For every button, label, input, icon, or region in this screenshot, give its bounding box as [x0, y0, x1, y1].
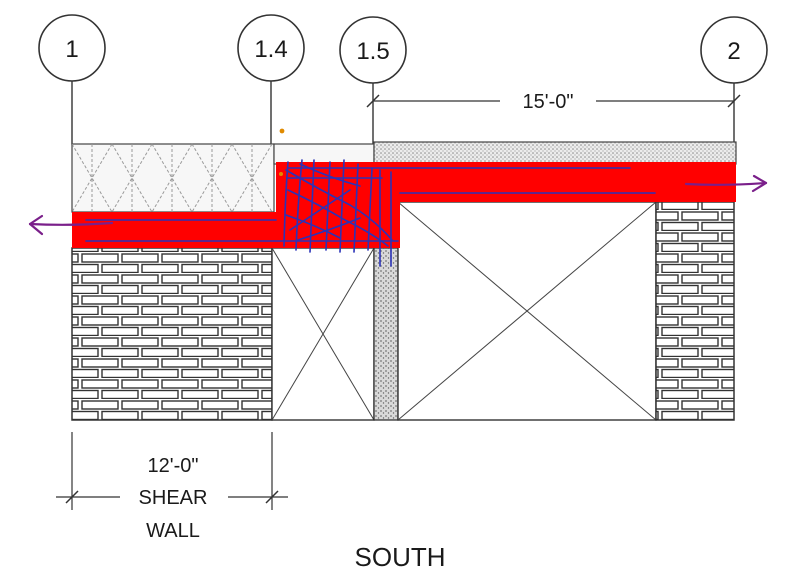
- shear-wall-label-line2: SHEAR: [139, 487, 208, 509]
- roof-framing: [71, 141, 737, 213]
- view-title: SOUTH: [355, 542, 446, 567]
- drag-strut-red: [72, 162, 736, 248]
- grid-label-1-4: 1.4: [254, 36, 287, 63]
- arrow-right-icon: [684, 174, 768, 193]
- arrow-left-icon: [28, 214, 114, 236]
- truss-band-mid: [273, 143, 375, 165]
- grid-label-1: 1: [65, 36, 78, 63]
- markup-hatching-blue: [85, 159, 656, 267]
- column-1-5: [373, 247, 399, 421]
- shear-wall-length-label: 12'-0": [148, 455, 199, 477]
- truss-band-left: [71, 143, 275, 213]
- brick-shear-wall-left: [71, 247, 273, 421]
- opening-1-4-to-1-5: [271, 247, 375, 421]
- shear-wall-label-line3: WALL: [146, 520, 200, 542]
- dimension-15ft-label: 15'-0": [523, 91, 574, 113]
- markup-dot: [279, 172, 283, 176]
- gridline-2: 2: [700, 16, 768, 145]
- brick-pier-right: [655, 201, 735, 421]
- gridline-1-4: 1.4: [237, 14, 305, 145]
- grid-label-2: 2: [727, 38, 740, 65]
- dimension-15ft: 15'-0": [366, 91, 741, 113]
- gridline-1-5: 1.5: [339, 16, 407, 145]
- grid-label-1-5: 1.5: [356, 38, 389, 65]
- opening-main: [397, 201, 657, 421]
- gridline-1: 1: [38, 14, 106, 145]
- markup-dot: [279, 128, 285, 134]
- roof-deck-right: [373, 141, 737, 165]
- dimension-shear-wall: 12'-0" SHEAR WALL: [56, 432, 288, 542]
